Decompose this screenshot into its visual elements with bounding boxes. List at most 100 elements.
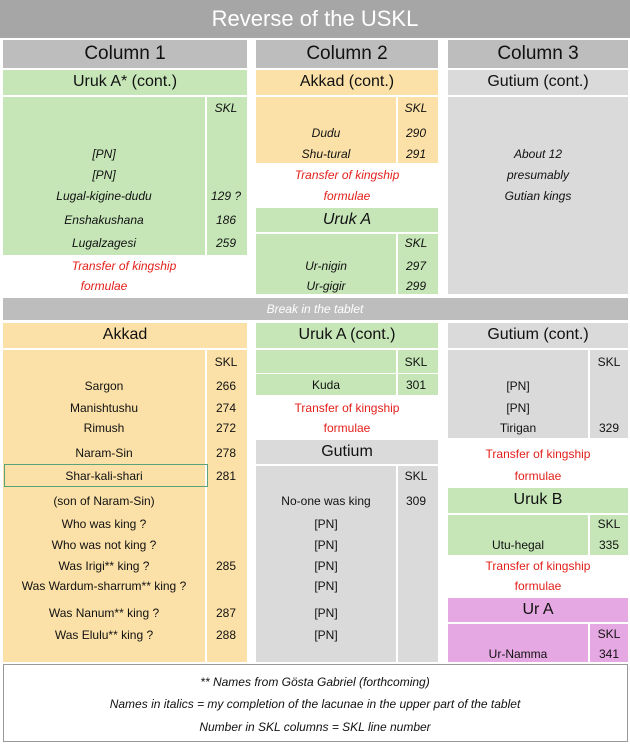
column-header-3-label: Column 3 xyxy=(497,43,579,64)
table-row-skl: 329 xyxy=(598,421,620,435)
uruk-b-names xyxy=(448,515,588,555)
akkad-title: Akkad xyxy=(102,326,148,343)
skl-header: SKL xyxy=(404,469,428,483)
skl-header: SKL xyxy=(404,355,428,369)
table-row-name: Shar-kali-shari xyxy=(65,469,143,483)
table-row-name: Manishtushu xyxy=(69,401,139,415)
table-row-name: Was Irigi** king ? xyxy=(58,559,150,573)
table-row-skl: 335 xyxy=(598,538,620,552)
akkad-cont-title: Akkad (cont.) xyxy=(299,73,395,90)
transfer-note: Transfer of kingship xyxy=(294,401,400,415)
akkad-cont-skl xyxy=(398,97,438,163)
footnote: Number in SKL columns = SKL line number xyxy=(199,720,431,734)
table-row-name: Tirigan xyxy=(499,421,537,435)
ur-a-title: Ur A xyxy=(522,601,554,618)
uruk-a-cont2-names xyxy=(256,350,396,395)
transfer-note: formulae xyxy=(323,421,371,435)
table-row-skl: 299 xyxy=(405,279,427,293)
uruk-a-cont2-header xyxy=(256,323,438,348)
table-row-skl: 186 xyxy=(215,213,237,227)
table-row-name: Ur-gigir xyxy=(306,279,346,293)
akkad-cont-header xyxy=(256,70,438,95)
column-header-2-label: Column 2 xyxy=(306,43,388,64)
table-row-name: [PN] xyxy=(314,628,338,642)
uruk-a-names xyxy=(256,234,396,294)
page-title: Reverse of the USKL xyxy=(211,6,419,31)
uruk-a-title: Uruk A xyxy=(322,211,372,228)
table-row-skl: 285 xyxy=(215,559,237,573)
table-row-name: Enshakushana xyxy=(64,213,144,227)
uruk-a-skl xyxy=(398,234,438,294)
table-row-skl: 291 xyxy=(405,147,427,161)
table-row-name: Who was not king ? xyxy=(51,538,157,552)
skl-header: SKL xyxy=(597,627,621,641)
uruk-a-cont2-title: Uruk A (cont.) xyxy=(298,326,396,343)
column-header-3 xyxy=(448,40,628,68)
table-row-name: [PN] xyxy=(506,401,530,415)
gutium-cont2-skl xyxy=(590,350,628,438)
gutium-cont-header xyxy=(448,70,628,95)
skl-header: SKL xyxy=(214,355,238,369)
transfer-note: Transfer of kingship xyxy=(294,168,400,182)
table-row-name: Who was king ? xyxy=(61,517,147,531)
table-row-name: Naram-Sin xyxy=(75,446,133,460)
break-label: Break in the tablet xyxy=(266,302,364,316)
table-row-skl: 281 xyxy=(215,469,237,483)
ur-a-header xyxy=(448,598,628,622)
table-row-skl: 272 xyxy=(215,421,237,435)
table-row-skl: 288 xyxy=(215,628,237,642)
table-row-name: [PN] xyxy=(314,579,338,593)
table-row-name: Ur-nigin xyxy=(305,259,347,273)
break-bar xyxy=(3,298,628,320)
table-row-name: [PN] xyxy=(314,606,338,620)
table-row-name: [PN] xyxy=(314,559,338,573)
skl-header: SKL xyxy=(404,236,428,250)
transfer-note: formulae xyxy=(323,189,371,203)
uruk-a-cont-names xyxy=(3,97,205,255)
table-row-skl: 278 xyxy=(215,446,237,460)
table-row-skl: 266 xyxy=(215,379,237,393)
table-row-name: Was Wardum-sharrum** king ? xyxy=(21,579,187,593)
table-row-skl: 341 xyxy=(598,647,620,661)
ur-a-names xyxy=(448,624,588,662)
gutium-cont2-header xyxy=(448,323,628,348)
column-header-2 xyxy=(256,40,438,68)
table-row-skl: 129 ? xyxy=(210,189,242,203)
akkad-names xyxy=(3,350,205,662)
skl-header: SKL xyxy=(597,355,621,369)
transfer-note: formulae xyxy=(514,469,562,483)
gutium-note: Gutian kings xyxy=(504,189,572,203)
table-row-skl: 301 xyxy=(405,378,427,392)
table-row-name: [PN] xyxy=(314,538,338,552)
table-row-name: Lugalzagesi xyxy=(71,236,137,250)
table-row-name: Dudu xyxy=(311,126,341,140)
gutium-cont2-title: Gutium (cont.) xyxy=(487,326,589,343)
title-bar xyxy=(0,0,630,38)
transfer-note: Transfer of kingship xyxy=(485,559,591,573)
footnote: Names in italics = my completion of the … xyxy=(109,697,521,711)
akkad-cont-names xyxy=(256,97,396,163)
transfer-note: formulae xyxy=(514,579,562,593)
gutium-cont2-names xyxy=(448,350,588,438)
transfer-note: Transfer of kingship xyxy=(71,259,177,273)
uruk-b-header xyxy=(448,488,628,513)
selected-cell[interactable] xyxy=(4,464,208,487)
table-row-name: Lugal-kigine-dudu xyxy=(56,189,152,203)
table-row-name: No-one was king xyxy=(281,494,371,508)
ur-a-skl xyxy=(590,624,628,662)
table-row-name: [PN] xyxy=(92,168,116,182)
gutium-cont-body xyxy=(448,97,628,294)
transfer-note: formulae xyxy=(80,279,128,293)
transfer-note: Transfer of kingship xyxy=(485,447,591,461)
table-row-skl: 259 xyxy=(215,236,237,250)
column-header-1 xyxy=(3,40,247,68)
row-divider xyxy=(256,373,438,374)
uruk-a-header xyxy=(256,208,438,232)
table-row-skl: 309 xyxy=(405,494,427,508)
akkad-header xyxy=(3,323,247,348)
uruk-a-cont-title: Uruk A* (cont.) xyxy=(72,73,178,90)
table-row-skl: 290 xyxy=(405,126,427,140)
table-row-name: Was Nanum** king ? xyxy=(48,606,160,620)
skl-header: SKL xyxy=(597,517,621,531)
uruk-a-cont-skl xyxy=(207,97,247,255)
